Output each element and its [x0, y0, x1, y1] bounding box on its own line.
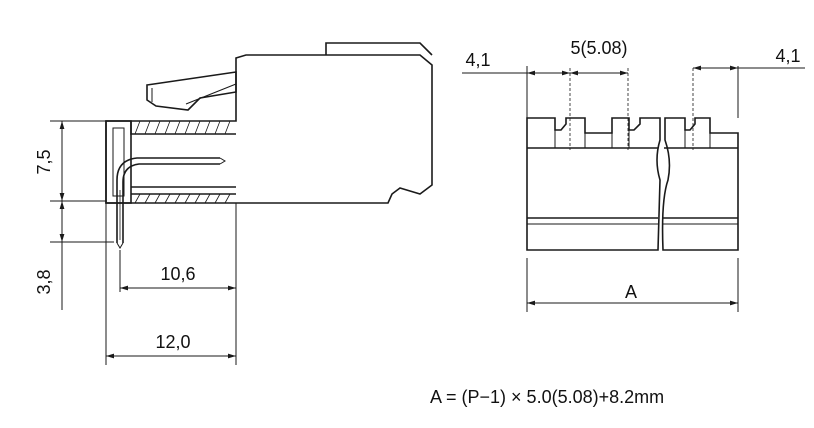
pin-tip [116, 242, 124, 249]
dim-depth-pin: 10,6 [160, 264, 195, 284]
dim-height-lower: 3,8 [34, 269, 54, 294]
formula: A = (P−1) × 5.0(5.08)+8.2mm [430, 387, 664, 407]
dim-depth-total: 12,0 [155, 332, 190, 352]
pin-end [219, 157, 226, 165]
dim-margin-right: 4,1 [775, 46, 800, 66]
front-body-left [526, 117, 661, 251]
front-dimensions [462, 65, 805, 312]
hatch-bottom [134, 193, 231, 204]
front-view [526, 68, 739, 251]
side-view [105, 42, 433, 249]
housing-top-ledge [325, 42, 433, 56]
dim-margin-left: 4,1 [465, 50, 490, 70]
cavity-bottom [131, 186, 236, 195]
header-block-inner [112, 127, 125, 197]
hatch-top [134, 120, 231, 135]
header-block [105, 120, 132, 204]
dim-overall-width: A [625, 282, 637, 302]
housing-outline [105, 54, 433, 204]
dim-height-upper: 7,5 [34, 149, 54, 174]
latch-lever-inner [151, 83, 237, 105]
cavity-top [130, 121, 236, 135]
latch-lever [146, 71, 237, 111]
dim-pitch: 5(5.08) [570, 38, 627, 58]
side-dimensions [50, 120, 237, 365]
front-body-right [661, 117, 739, 251]
pin [116, 157, 220, 243]
front-slots [554, 130, 711, 148]
pitch-centerlines [569, 68, 694, 150]
